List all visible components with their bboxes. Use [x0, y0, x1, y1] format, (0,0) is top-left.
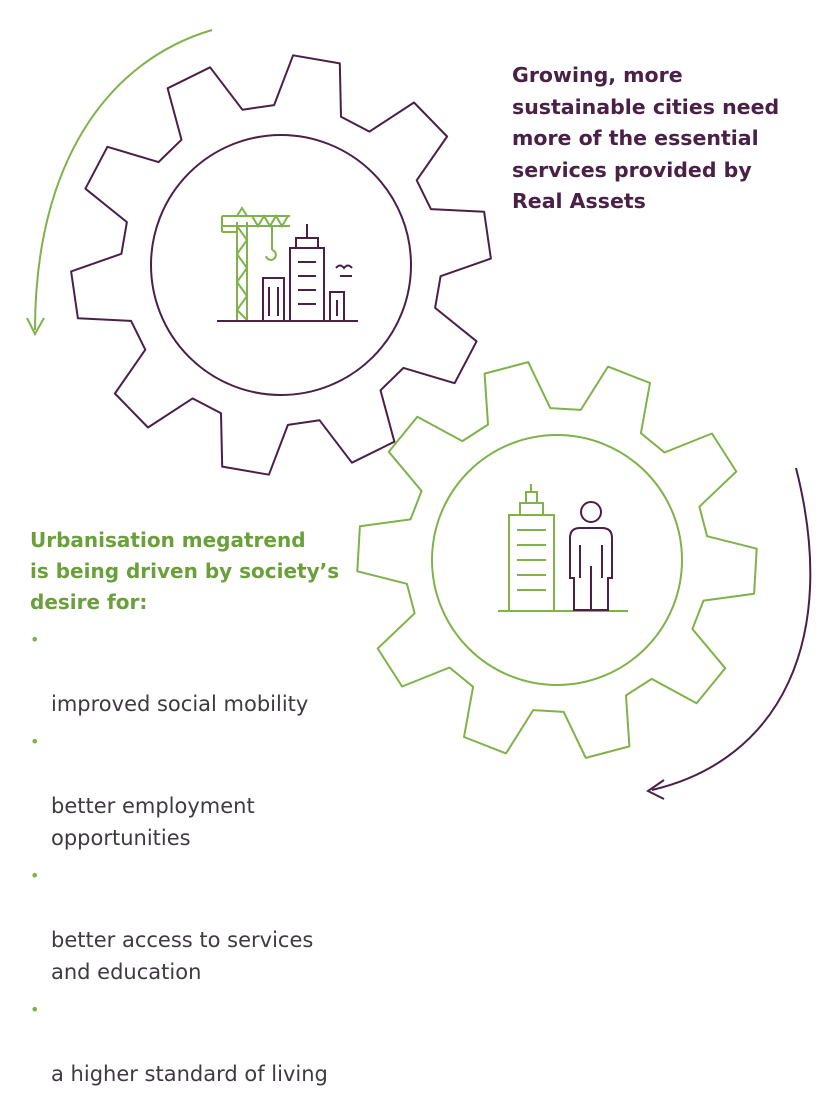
drivers-list: • improved social mobility • better empl…	[30, 624, 360, 1096]
cycle-diagram	[26, 29, 812, 800]
cycle-arrow-top-left	[34, 29, 213, 331]
person-building-icon	[498, 484, 628, 612]
gear-top-inner-ring	[150, 134, 412, 396]
list-item: • improved social mobility	[30, 624, 360, 720]
driver-text: better access to services and education	[51, 928, 314, 984]
list-item: • better employment opportunities	[30, 726, 360, 854]
list-item: • better access to services and educatio…	[30, 860, 360, 988]
bullet-icon: •	[30, 866, 40, 885]
driver-text: a higher standard of living	[51, 1062, 328, 1086]
gear-top-outline	[70, 54, 492, 476]
driver-text: better employment opportunities	[51, 794, 255, 850]
gear-bottom	[356, 361, 758, 759]
bullet-icon: •	[30, 732, 40, 751]
bullet-icon: •	[30, 1000, 40, 1019]
gear-top	[70, 54, 492, 476]
cycle-arrow-bottom-right	[651, 467, 812, 791]
construction-crane-city-icon	[217, 206, 358, 322]
cycle-arrowhead-bottom-right	[646, 779, 665, 800]
bullet-icon: •	[30, 630, 40, 649]
gear-bottom-outline	[356, 361, 758, 759]
real-assets-headline: Growing, more sustainable cities need mo…	[512, 63, 780, 213]
cycle-arrowhead-top-left	[26, 317, 45, 337]
driver-text: improved social mobility	[51, 692, 309, 716]
urbanisation-headline: Urbanisation megatrend is being driven b…	[30, 528, 340, 614]
gear-bottom-inner-ring	[431, 434, 683, 686]
list-item: • a higher standard of living	[30, 994, 360, 1090]
